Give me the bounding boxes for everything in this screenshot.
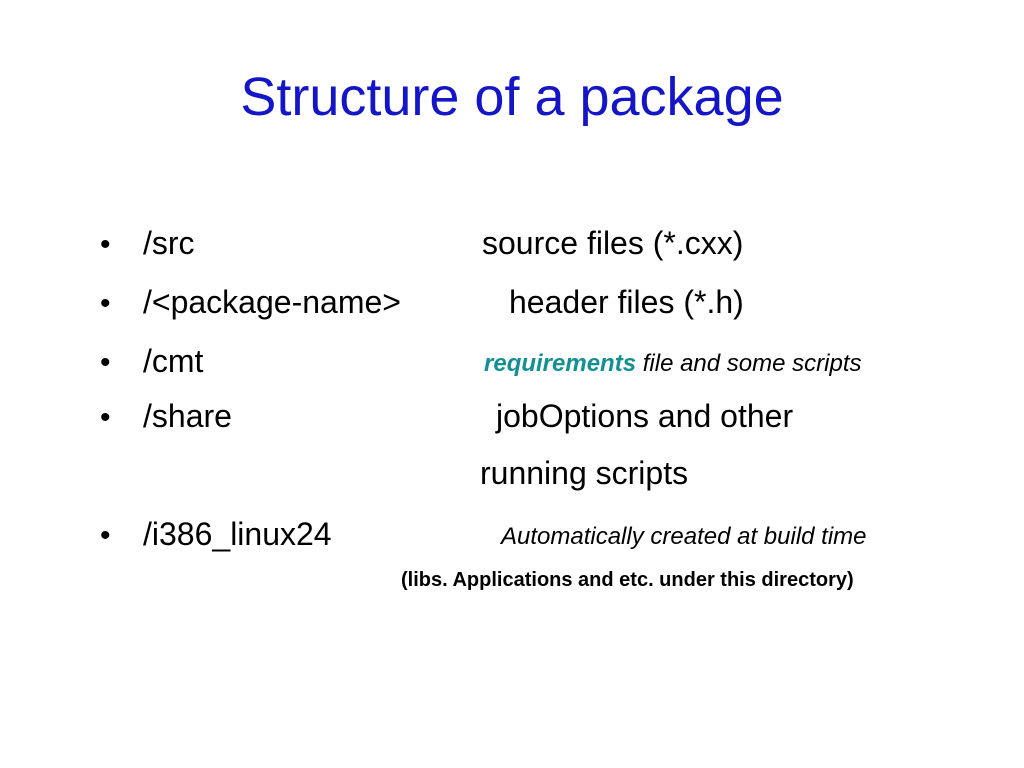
bullet-icon: • xyxy=(100,287,111,320)
item-path-share: /share xyxy=(143,398,232,434)
requirements-highlight: requirements xyxy=(484,350,637,377)
bullet-icon: • xyxy=(100,401,111,434)
bullet-icon: • xyxy=(100,519,111,552)
item-path-cmt: /cmt xyxy=(143,343,204,379)
item-note-i386-linux24: (libs. Applications and etc. under this … xyxy=(401,569,854,591)
item-desc-share-line1: jobOptions and other xyxy=(496,398,794,434)
item-desc-i386-linux24: Automatically created at build time xyxy=(501,523,867,550)
item-path-src: /src xyxy=(143,225,195,261)
item-desc-cmt: requirements file and some scripts xyxy=(484,346,861,382)
item-desc-cmt-rest: file and some scripts xyxy=(636,350,862,377)
item-desc-share-line2: running scripts xyxy=(480,455,689,491)
bullet-icon: • xyxy=(100,228,111,261)
item-path-package-name: /<package-name> xyxy=(143,284,401,320)
bullet-icon: • xyxy=(100,346,111,379)
item-path-i386-linux24: /i386_linux24 xyxy=(143,516,332,552)
item-desc-src: source files (*.cxx) xyxy=(482,225,744,261)
item-desc-package-name: header files (*.h) xyxy=(509,284,744,320)
slide-title: Structure of a package xyxy=(240,67,784,127)
